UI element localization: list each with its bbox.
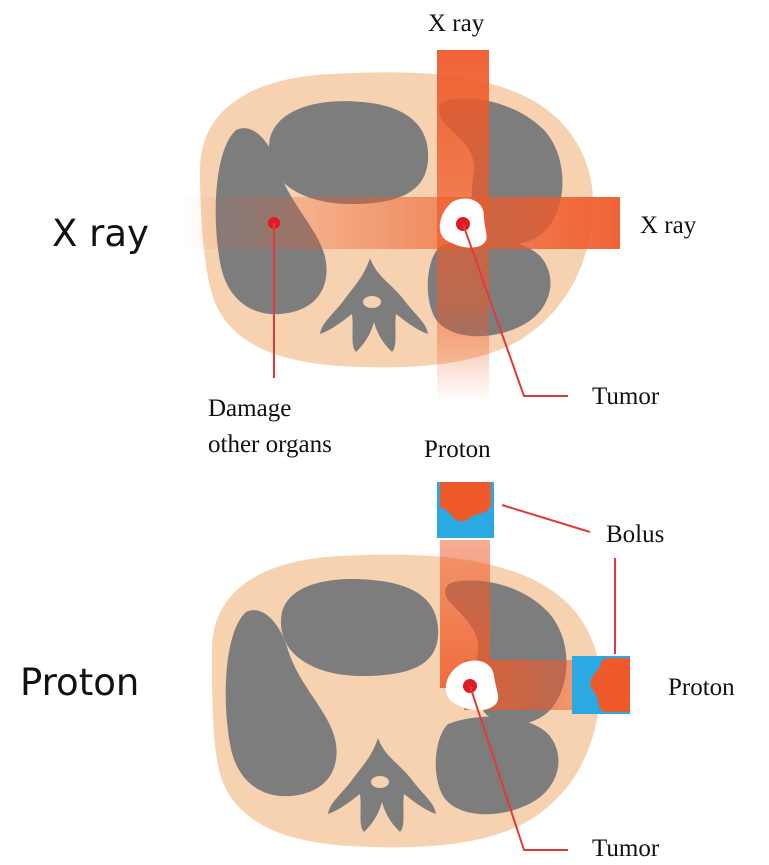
proton-vertical-beam-label: Proton xyxy=(424,436,491,463)
xray-horizontal-beam-label: X ray xyxy=(640,212,697,239)
damage-label-line2: other organs xyxy=(208,431,332,458)
bolus-label: Bolus xyxy=(606,521,664,548)
spinal-canal-top xyxy=(363,296,381,308)
organ-upper-left-bottom xyxy=(281,579,438,676)
xray-panel: X ray X ray X ray Damage other organs Tu… xyxy=(52,10,697,458)
proton-side-label: Proton xyxy=(20,661,139,704)
xray-beam-horizontal xyxy=(180,197,620,249)
xray-side-label: X ray xyxy=(52,212,149,255)
damage-label-line1: Damage xyxy=(208,395,291,422)
proton-horizontal-beam-label: Proton xyxy=(668,674,735,701)
bolus-top xyxy=(437,482,494,538)
spinal-canal-bottom xyxy=(371,776,389,788)
xray-vertical-beam-label: X ray xyxy=(428,10,485,37)
bolus-right xyxy=(572,656,630,714)
proton-panel: Proton Proton Proton Bolus Tumor xyxy=(20,436,735,862)
tumor-label-top: Tumor xyxy=(592,383,660,410)
bolus-callout-line-top xyxy=(502,505,590,532)
tumor-label-bottom: Tumor xyxy=(592,835,660,862)
organ-upper-left xyxy=(269,101,428,204)
